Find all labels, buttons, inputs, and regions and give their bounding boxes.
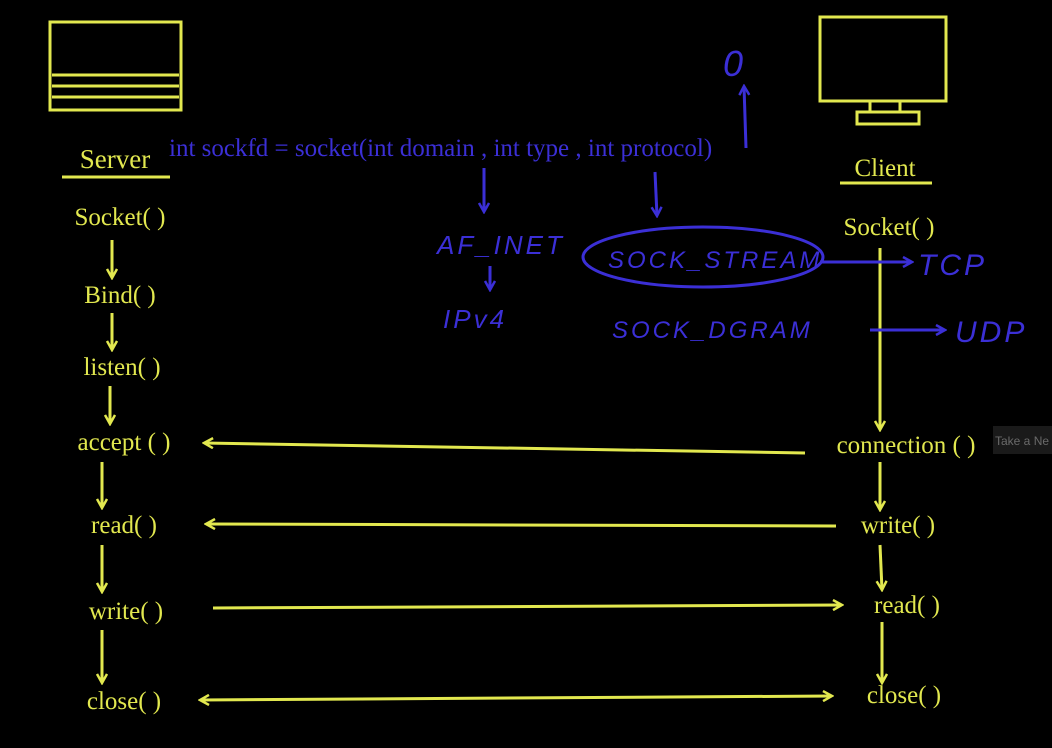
server-step-accept: accept ( ) xyxy=(78,429,171,456)
protocol-value: 0 xyxy=(723,43,746,84)
client-flow-arrows xyxy=(880,248,882,683)
server-flow-arrows xyxy=(102,240,112,683)
client-step-socket: Socket( ) xyxy=(844,214,935,241)
client-steps: Socket( ) connection ( ) write( ) read( … xyxy=(837,214,976,709)
client-step-connection: connection ( ) xyxy=(837,432,976,459)
client-step-write: write( ) xyxy=(861,512,935,539)
domain-value: AF_INET xyxy=(435,230,565,260)
dgram-protocol: UDP xyxy=(955,316,1027,349)
arrow-connection-to-accept xyxy=(204,443,806,455)
server-step-read: read( ) xyxy=(91,512,157,539)
desktop-monitor-icon xyxy=(818,15,948,126)
type-value-stream: SOCK_STREAM xyxy=(608,247,822,274)
server-step-write: write( ) xyxy=(89,598,163,625)
overlay-tooltip-text: Take a Ne xyxy=(995,434,1049,448)
client-arrow-3 xyxy=(880,544,882,590)
server-step-close: close( ) xyxy=(87,688,161,715)
server-step-socket: Socket( ) xyxy=(75,204,166,231)
arrow-write-to-read xyxy=(206,524,837,526)
server-title: Server xyxy=(80,144,150,174)
socket-call-signature: int sockfd = socket(int domain , int typ… xyxy=(169,135,712,162)
server-step-bind: Bind( ) xyxy=(84,282,156,309)
server-steps: Socket( ) Bind( ) listen( ) accept ( ) r… xyxy=(75,204,171,715)
server-monitor-icon xyxy=(48,20,183,112)
overlay-tooltip-bg xyxy=(993,426,1052,454)
client-title: Client xyxy=(854,155,915,182)
stream-protocol: TCP xyxy=(918,249,987,282)
client-step-close: close( ) xyxy=(867,682,941,709)
arrow-write-to-read-client xyxy=(212,605,842,608)
server-step-listen: listen( ) xyxy=(83,354,160,381)
type-arrow xyxy=(655,171,657,216)
arrow-close-both xyxy=(200,696,832,700)
protocol-arrow xyxy=(744,86,746,149)
sock-stream-circle xyxy=(581,225,825,289)
domain-meaning: IPv4 xyxy=(443,304,507,334)
type-value-dgram: SOCK_DGRAM xyxy=(612,317,813,344)
message-arrows xyxy=(200,443,842,700)
client-step-read: read( ) xyxy=(874,592,940,619)
